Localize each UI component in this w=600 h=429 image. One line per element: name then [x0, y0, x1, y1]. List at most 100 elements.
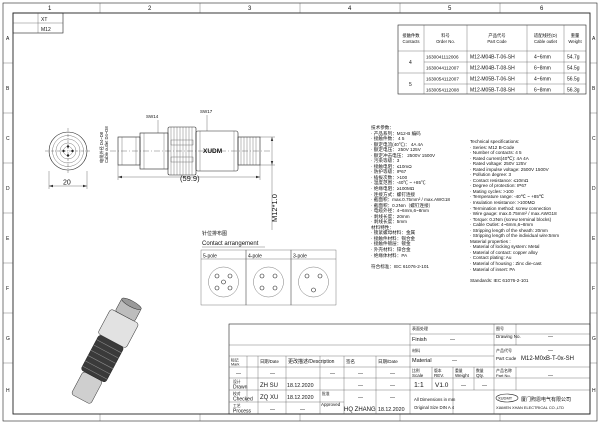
spec-en-line: · Rated current(40℃): 4A 4A: [470, 155, 529, 161]
svg-text:图号: 图号: [496, 325, 504, 331]
spec-en-line: Material properties :: [470, 238, 511, 244]
parts-table: 接触件数 Contacts 料号 Order No. 产品代号 Part Cod…: [397, 24, 587, 95]
svg-text:重量: 重量: [455, 368, 463, 373]
svg-text:Original Size DIN A 4: Original Size DIN A 4: [414, 405, 455, 410]
svg-text:产品名称: 产品名称: [496, 367, 512, 373]
cell-contacts: 4: [409, 60, 412, 66]
svg-text:E: E: [6, 236, 10, 242]
spec-english: Technical specifications: · Series: M12 …: [470, 139, 559, 283]
svg-text:Part No.: Part No.: [496, 373, 511, 378]
sw17-label: SW17: [200, 109, 213, 114]
svg-text:工艺: 工艺: [233, 403, 241, 408]
th-cable-cn: 适配线径(D): [534, 32, 558, 39]
cell-cable: 4~6mm: [534, 55, 551, 61]
cell-cable: 6~8mm: [534, 88, 551, 94]
cell-order: 1630054112008: [426, 88, 459, 93]
th-part-cn: 产品代号: [488, 32, 505, 39]
svg-text:Qty.: Qty.: [476, 373, 484, 378]
spec-cn-line: · 接触电阻：≤10mΩ: [371, 163, 412, 169]
svg-text:—: —: [300, 407, 305, 413]
svg-text:版本: 版本: [434, 368, 442, 373]
svg-text:比例: 比例: [412, 368, 420, 373]
svg-text:—: —: [330, 371, 335, 377]
svg-text:—: —: [390, 395, 395, 401]
svg-text:ZQ XU: ZQ XU: [260, 395, 278, 401]
svg-text:Part Code: Part Code: [496, 356, 517, 361]
svg-text:Drawing No.: Drawing No.: [496, 334, 521, 339]
svg-text:V1.0: V1.0: [435, 382, 449, 389]
spec-en-lines: · Series: M12 B-Code· Number of contacts…: [470, 145, 559, 284]
svg-text:H: H: [592, 388, 596, 394]
nut-brand: XUDM: [203, 148, 222, 155]
svg-text:数量: 数量: [476, 368, 484, 373]
svg-text:—: —: [461, 383, 466, 389]
svg-text:18.12.2020: 18.12.2020: [287, 395, 314, 401]
svg-text:G: G: [592, 336, 596, 342]
spec-en-title: Technical specifications:: [470, 139, 520, 144]
pole-4-label: 4-pole: [248, 254, 262, 260]
cell-part: M12-M04B-T-06-SH: [470, 55, 515, 61]
spec-en-line: · Wire gauge: max.0.75mm² / max.AWG18: [470, 211, 557, 217]
svg-text:D: D: [592, 186, 596, 192]
spec-en-line: · Rated voltage: 250V 125V: [470, 161, 527, 167]
svg-text:—: —: [236, 371, 241, 377]
th-cable-en: Cable outlet: [534, 39, 558, 44]
spec-cn-line: · 额定电压： 250V 125V: [371, 147, 421, 153]
svg-text:Scale: Scale: [412, 373, 424, 378]
spec-en-line: · Pollution degree: 3: [470, 172, 512, 178]
svg-text:Material: Material: [412, 358, 432, 364]
corner-box: XT M12: [12, 12, 64, 34]
spec-cn-line: · 锁紧螺母材料：金属: [371, 230, 416, 236]
spec-cn-line: · 剥线长度：5mm: [371, 219, 407, 225]
svg-text:M12*1.0: M12*1.0: [270, 194, 279, 222]
svg-text:—: —: [358, 395, 363, 401]
contact-arrangement: 针位排布图 Contact arrangement 5-pole 4-pole …: [200, 230, 337, 306]
th-weight-en: Weight: [568, 39, 582, 44]
dim-m12: M12*1.0: [270, 194, 279, 222]
spec-en-line: · Insulation resistance: >100MΩ: [470, 200, 535, 206]
pin-title-cn: 针位排布图: [202, 230, 227, 237]
svg-text:Finish: Finish: [412, 337, 427, 343]
cell-weight: 56.3g: [567, 88, 580, 94]
zone-labels-top: 1 2 3 4 5 6: [48, 6, 544, 12]
svg-text:20: 20: [63, 180, 71, 187]
svg-text:批准: 批准: [322, 391, 330, 396]
spec-en-line: · Number of contacts: 4 5: [470, 150, 522, 156]
svg-text:校对: 校对: [233, 391, 241, 396]
end-view: [45, 128, 91, 174]
dim-59-9: (59.9): [180, 174, 200, 183]
company-en: XIAMEN XHAN ELECTRICAL CO.,LTD: [496, 405, 564, 410]
svg-text:—: —: [270, 371, 275, 377]
spec-cn-line: · 防护等级：IP67: [371, 169, 407, 175]
svg-text:—: —: [390, 383, 395, 389]
spec-cn-lines: · 产品系列：M12-B 编码· 接触件数： 4 5· 额定电流(40℃)： 4…: [371, 131, 450, 270]
company-cn: 厦门煦恩电气有限公司: [521, 396, 571, 403]
svg-text:Mark: Mark: [231, 363, 240, 367]
cell-cable: 4~6mm: [534, 77, 551, 83]
side-view: XUDM SW14 SW17 (59.9): [110, 109, 275, 230]
zone-label: 6: [540, 6, 544, 12]
spec-en-line: · Contact plating: Au: [470, 255, 512, 261]
spec-cn-line: · 插拔次数：>100: [371, 174, 408, 180]
svg-text:M12: M12: [41, 27, 51, 33]
spec-cn-line: · 截面积：max.0.75mm² / max.AWG18: [371, 197, 450, 203]
svg-text:REV.: REV.: [434, 373, 444, 378]
spec-cn-line: · 连接方式：螺钉连接: [371, 191, 416, 197]
th-contacts-en: Contacts: [403, 39, 420, 44]
cell-part: M12-M05B-T-08-SH: [470, 88, 515, 94]
spec-cn-line: · 接触件材料：铜合金: [371, 235, 416, 241]
svg-text:E: E: [592, 236, 596, 242]
cell-weight: 54.7g: [567, 55, 580, 61]
spec-en-line: · Stripping length of the individual wir…: [470, 233, 560, 239]
pole-5-label: 5-pole: [203, 254, 217, 260]
spec-cn-line: · 电缆外径：4~6mm,6~8mm: [371, 208, 429, 214]
svg-text:Checked: Checked: [233, 397, 253, 403]
spec-en-line: · Mating cycles: >100: [470, 188, 514, 194]
svg-text:设计: 设计: [233, 379, 241, 384]
svg-text:—: —: [358, 383, 363, 389]
spec-en-line: · Torque: 0.2Nm (screw terminal blocks): [470, 216, 552, 222]
spec-cn-line: · 截面积：0.2Nm（螺钉连接）: [371, 202, 434, 208]
svg-text:标记: 标记: [231, 358, 239, 363]
spec-cn-line: · 绝缘电阻：≥100MΩ: [371, 186, 415, 192]
